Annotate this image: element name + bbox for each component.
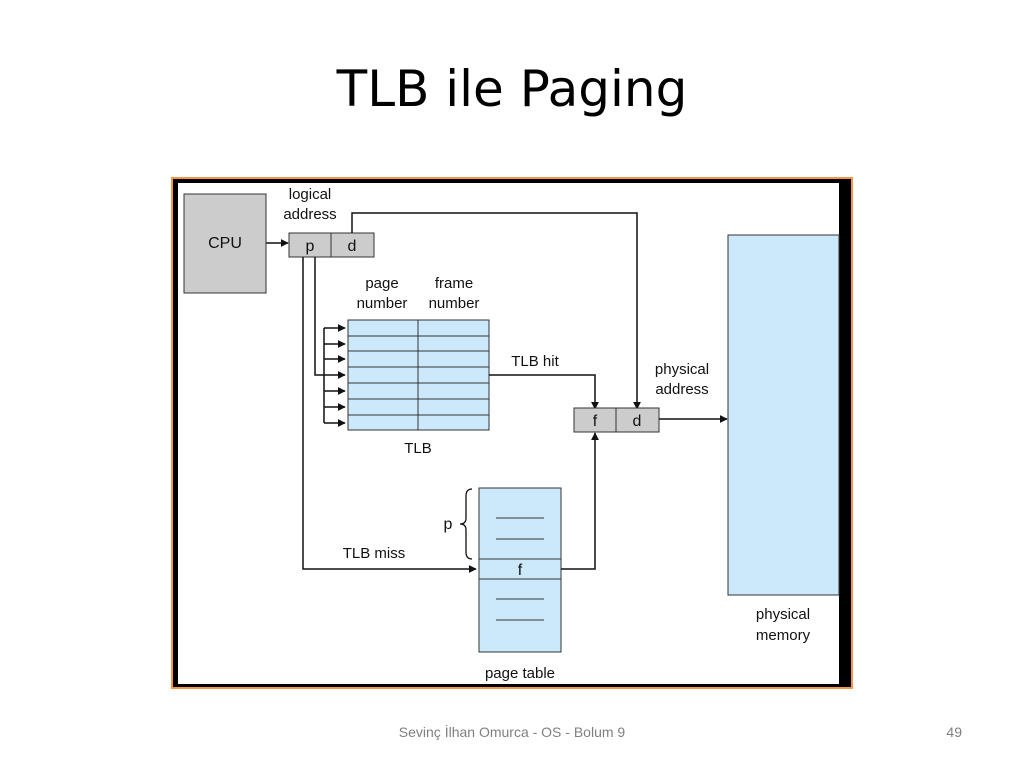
cpu-label: CPU	[208, 235, 242, 252]
tlb-miss-label: TLB miss	[343, 545, 406, 562]
tlb-lookup-arrows	[314, 257, 346, 427]
tlb-paging-diagram: CPU logical address p d page number fram…	[170, 176, 854, 690]
logical-address-box: p d	[288, 232, 375, 258]
physical-memory-label-line2: memory	[756, 627, 811, 644]
tlb-table	[347, 319, 490, 431]
page-table-label: page table	[485, 665, 555, 682]
frame-number-header-line2: number	[429, 295, 480, 312]
logical-p-field: p	[306, 238, 315, 255]
slide-page-number: 49	[946, 724, 962, 740]
offset-d-arrow	[351, 212, 641, 410]
tlb-hit-arrow	[489, 374, 599, 410]
page-table-f-entry: f	[518, 562, 523, 579]
page-table-p-label: p	[444, 516, 453, 533]
tlb-miss-arrow	[302, 257, 477, 573]
logical-address-label-line2: address	[283, 206, 336, 223]
tlb-hit-label: TLB hit	[511, 353, 559, 370]
logical-d-field: d	[348, 238, 357, 255]
physical-memory-label-line1: physical	[756, 606, 810, 623]
page-index-brace	[459, 488, 473, 560]
page-number-header-line1: page	[365, 275, 398, 292]
cpu-box: CPU	[183, 193, 267, 294]
slide-footer: Sevinç İlhan Omurca - OS - Bolum 9	[398, 724, 626, 740]
page-table-to-physical-arrow	[561, 432, 599, 570]
physical-memory-block	[727, 234, 840, 596]
physical-address-label-line2: address	[655, 381, 708, 398]
slide-title: TLB ile Paging	[336, 60, 688, 118]
physical-address-box: f d	[573, 407, 660, 433]
tlb-label: TLB	[404, 440, 432, 457]
logical-address-label-line1: logical	[289, 186, 332, 203]
physical-d-field: d	[633, 413, 642, 430]
physical-f-field: f	[593, 413, 598, 430]
page-number-header-line2: number	[357, 295, 408, 312]
physical-address-label-line1: physical	[655, 361, 709, 378]
page-table: f	[478, 487, 562, 653]
frame-number-header-line1: frame	[435, 275, 473, 292]
